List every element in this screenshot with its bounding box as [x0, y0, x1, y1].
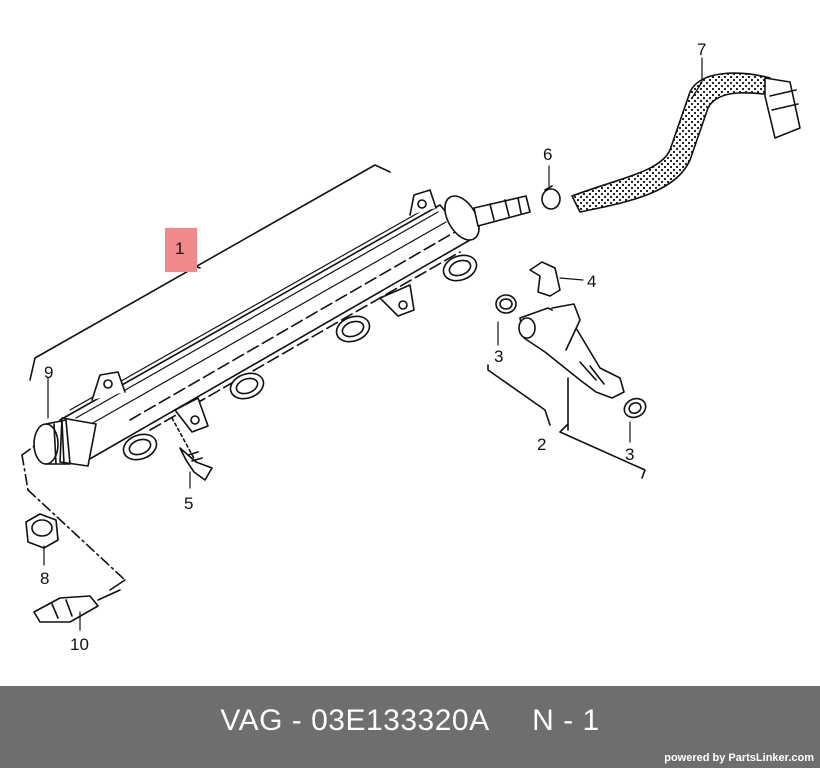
bolt — [171, 417, 213, 481]
callout-9: 9 — [44, 363, 53, 382]
part-number-label: VAG - 03E133320A N - 1 — [220, 704, 600, 737]
callout-7: 7 — [697, 40, 706, 59]
o-rings — [495, 294, 647, 419]
parts-diagram: 1 2 3 3 4 5 6 7 8 9 10 — [21, 40, 801, 654]
leader-lines — [43, 57, 703, 631]
callout-8: 8 — [40, 569, 49, 588]
fuel-rail — [33, 189, 531, 467]
retaining-clip — [529, 261, 561, 297]
powered-by-credit[interactable]: powered by PartsLinker.com — [664, 752, 814, 764]
injector-ports — [122, 254, 478, 461]
hose-clip — [541, 185, 561, 210]
callout-1: 1 — [175, 239, 184, 258]
callout-10: 10 — [70, 635, 89, 654]
part-number-footer: VAG - 03E133320A N - 1 powered by PartsL… — [0, 686, 820, 768]
callout-labels: 1 2 3 3 4 5 6 7 8 9 10 — [40, 40, 706, 654]
valve-insert — [33, 589, 121, 623]
injector-bracket — [487, 364, 646, 479]
fuel-hose — [571, 72, 801, 213]
injector — [518, 303, 625, 399]
callout-3-upper: 3 — [494, 347, 503, 366]
callout-6: 6 — [543, 145, 552, 164]
highlight-box — [165, 228, 197, 272]
callout-5: 5 — [184, 494, 193, 513]
callout-3-lower: 3 — [625, 445, 634, 464]
callout-4: 4 — [587, 272, 596, 291]
callout-2: 2 — [537, 435, 546, 454]
sealing-cap — [25, 513, 59, 549]
